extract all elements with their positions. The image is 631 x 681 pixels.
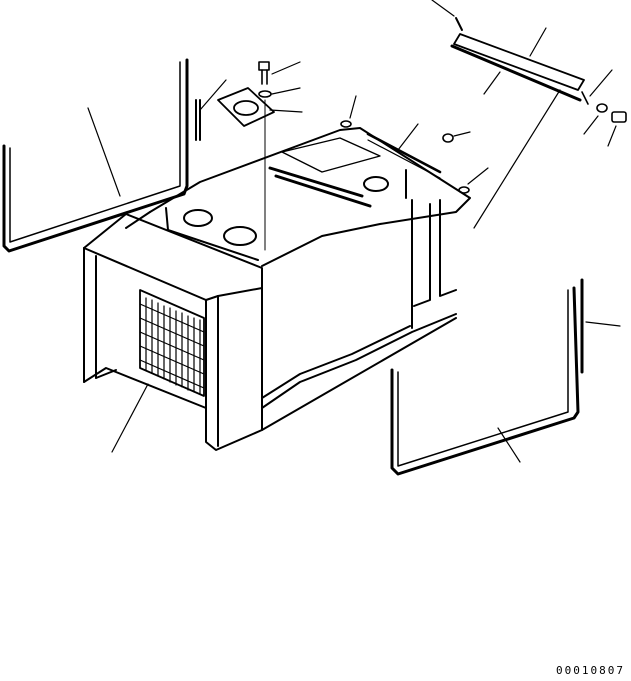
gasket-plate [217, 87, 275, 127]
leader-left-seal [87, 107, 121, 197]
leader-hw-1 [589, 69, 613, 97]
reference-code: 00010807 [556, 664, 625, 677]
seal-piece [195, 99, 201, 141]
right-seal-strip [390, 278, 584, 476]
grommets [340, 120, 470, 194]
hinge-bar [450, 33, 585, 102]
leader-hw-2 [583, 115, 599, 135]
leader-hinge-seal [483, 71, 501, 95]
leader-grommet-1 [349, 95, 357, 119]
leader-right-seal-2 [497, 427, 521, 463]
left-seal-strip [2, 58, 189, 253]
leader-grommet-2 [453, 131, 471, 137]
leader-gasket [269, 109, 303, 113]
leader-hinge-bar [529, 27, 547, 57]
washer [258, 90, 272, 98]
radiator-grille [139, 289, 205, 397]
leader-bolt [271, 61, 301, 75]
leader-hinge-mount [473, 89, 561, 229]
leader-top [431, 0, 455, 17]
hinge-hardware [581, 91, 627, 123]
hood-cover [83, 127, 471, 451]
leader-hw-3 [607, 125, 617, 147]
leader-washer [271, 87, 301, 95]
bolt [258, 61, 270, 85]
leader-right-seal-1 [585, 321, 621, 327]
leader-grommet-3 [467, 167, 489, 185]
hinge-seal [455, 17, 463, 31]
leader-handle [397, 123, 419, 151]
leader-seal-piece [199, 79, 227, 111]
leader-hood [111, 383, 149, 453]
